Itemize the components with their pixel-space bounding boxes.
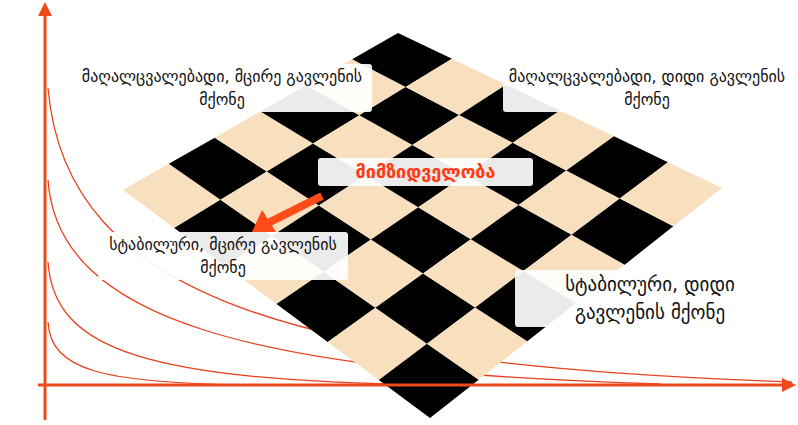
x-axis <box>38 384 784 387</box>
arrowhead <box>38 2 52 16</box>
pointer-arrow <box>252 196 322 232</box>
quadrant-label: სტაბილური, დიდი გავლენის მქონე <box>515 270 785 327</box>
quadrant-label: სტაბილური, მცირე გავლენის მქონე <box>98 232 348 280</box>
arrow-shaft <box>268 196 322 223</box>
quadrant-label: მაღალცვალებადი, მცირე გავლენის მქონე <box>72 64 372 112</box>
arrowhead <box>782 378 796 392</box>
axis-label: მიმზიდველობა <box>318 158 533 186</box>
arrowhead <box>252 210 276 232</box>
curve <box>48 322 250 385</box>
board-square <box>620 162 722 226</box>
curve <box>48 88 792 382</box>
quadrant-label: მაღალცვალებადი, დიდი გავლენის მქონე <box>503 64 791 112</box>
y-axis <box>44 14 47 420</box>
axes <box>38 2 796 420</box>
curves <box>48 88 792 385</box>
